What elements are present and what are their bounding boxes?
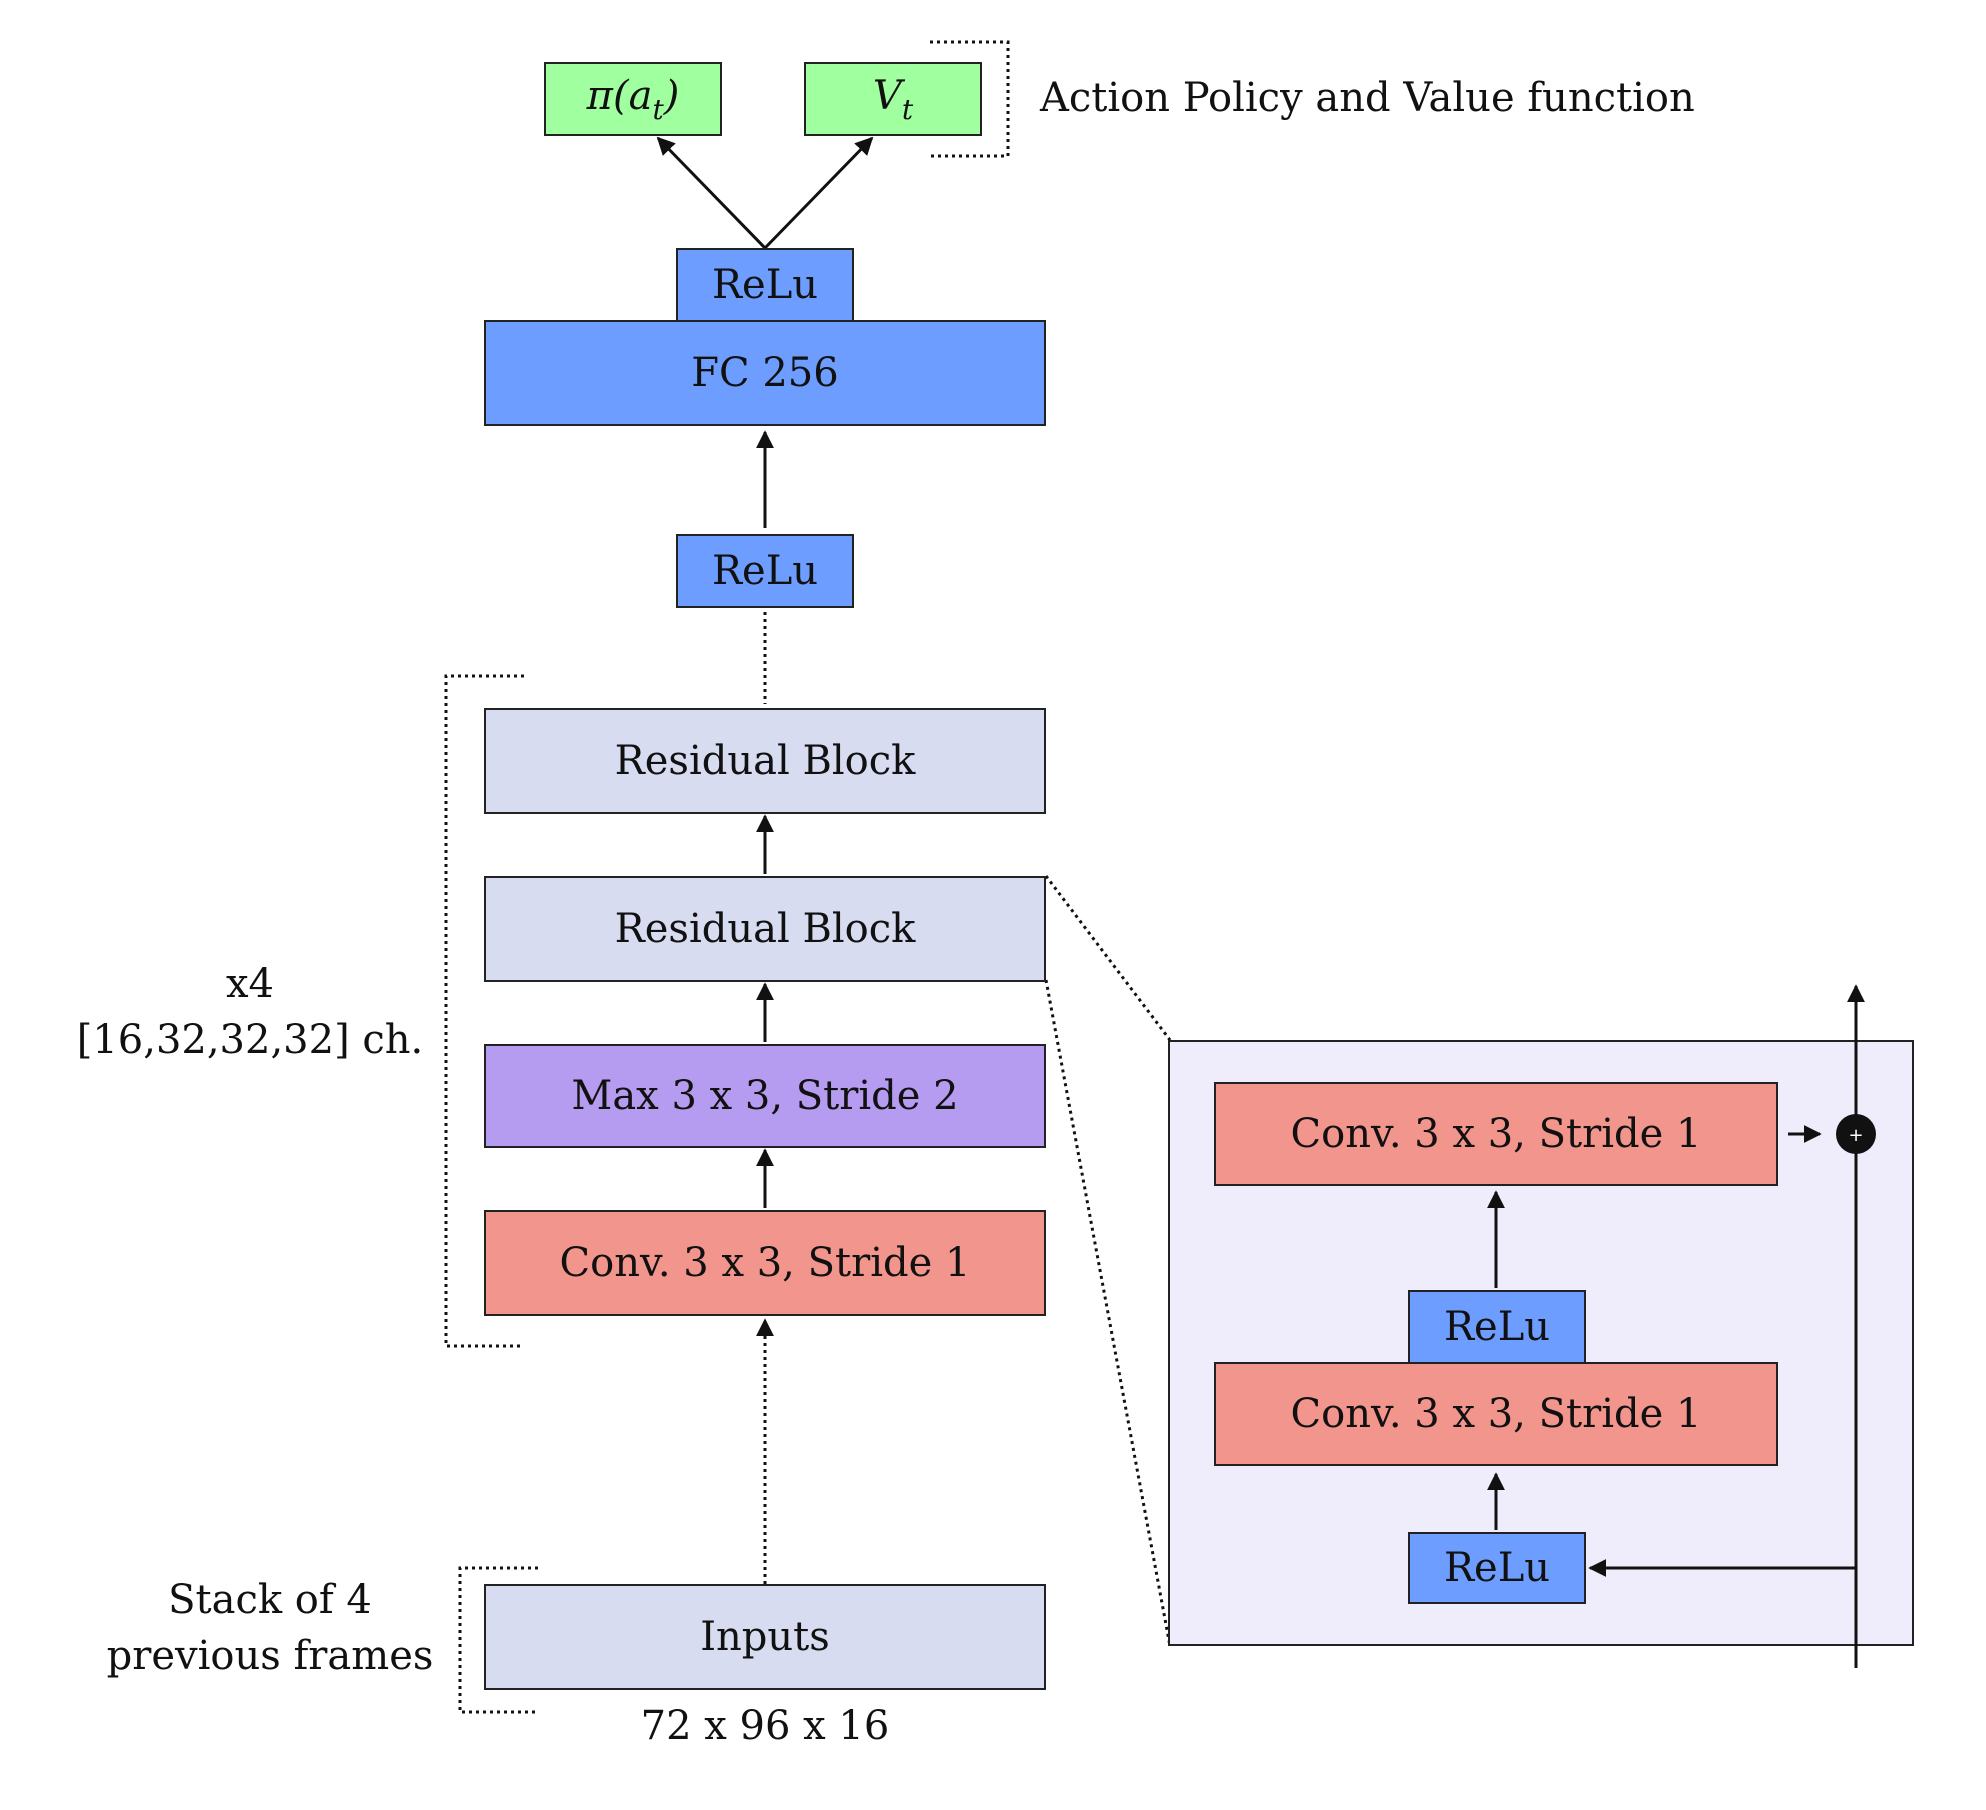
repeat-annotation: x4 [16,32,32,32] ch. <box>60 956 440 1068</box>
repeat-count: x4 <box>225 961 274 1007</box>
conv-layer-box: Conv. 3 x 3, Stride 1 <box>484 1210 1046 1316</box>
arrow-to-value <box>763 136 874 250</box>
value-subscript: t <box>901 92 914 126</box>
output-caption: Action Policy and Value function <box>1040 75 1695 121</box>
inputs-desc-line1: Stack of 4 <box>168 1577 372 1623</box>
zoom-line-bottom <box>1044 979 1172 1647</box>
maxpool-layer-box: Max 3 x 3, Stride 2 <box>484 1044 1046 1148</box>
residual-block-2: Residual Block <box>484 876 1046 982</box>
policy-subscript: t <box>652 92 664 126</box>
relu-top-box: ReLu <box>676 248 854 322</box>
detail-relu-bottom: ReLu <box>1408 1532 1586 1604</box>
fc-layer-box: FC 256 <box>484 320 1046 426</box>
policy-output-box: π(at) <box>544 62 722 136</box>
detail-relu-mid: ReLu <box>1408 1290 1586 1364</box>
inputs-desc-line2: previous frames <box>106 1633 434 1679</box>
policy-close-paren: ) <box>663 72 680 119</box>
detail-conv-bottom: Conv. 3 x 3, Stride 1 <box>1214 1362 1778 1466</box>
policy-variable: a <box>628 72 653 119</box>
value-output-box: Vt <box>804 62 982 136</box>
detail-conv-top: Conv. 3 x 3, Stride 1 <box>1214 1082 1778 1186</box>
residual-block-1: Residual Block <box>484 708 1046 814</box>
inputs-description: Stack of 4 previous frames <box>90 1572 450 1684</box>
arrow-to-policy <box>656 136 767 250</box>
value-variable: V <box>872 72 902 119</box>
policy-label: π(at) <box>587 73 680 126</box>
output-bracket <box>930 40 1010 158</box>
policy-symbol: π <box>586 72 613 119</box>
repeat-bracket <box>444 674 524 1348</box>
add-symbol: + <box>1848 1125 1863 1146</box>
inputs-box: Inputs <box>484 1584 1046 1690</box>
input-shape-label: 72 x 96 x 16 <box>640 1703 890 1749</box>
add-node <box>1836 1114 1876 1154</box>
policy-open-paren: ( <box>612 72 629 119</box>
value-label: Vt <box>873 73 913 126</box>
inputs-bracket <box>458 1566 538 1714</box>
relu-mid-box: ReLu <box>676 534 854 608</box>
channel-list: [16,32,32,32] ch. <box>76 1017 424 1063</box>
